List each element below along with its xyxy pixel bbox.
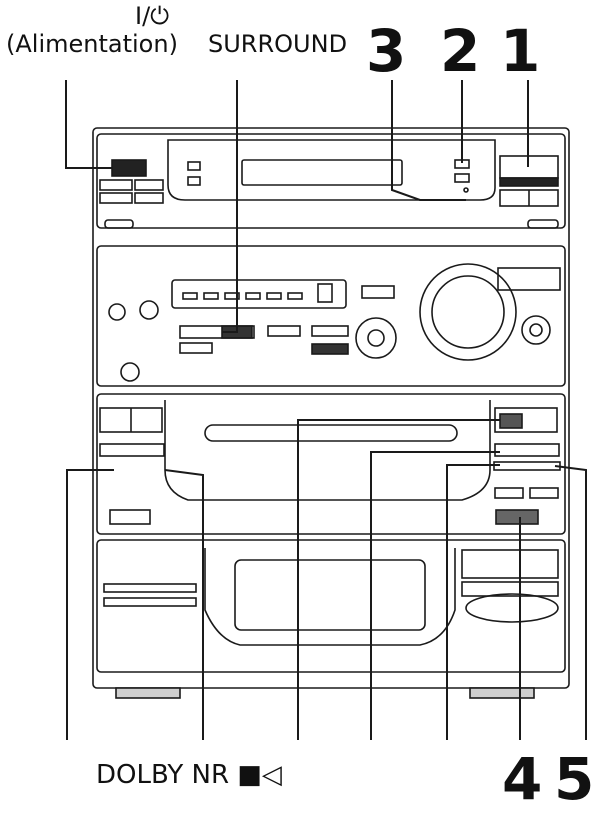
callout-5: 5 <box>554 745 595 813</box>
callout-leaders <box>65 80 587 740</box>
lower-deck-section <box>96 539 566 699</box>
callout-2: 2 <box>440 17 481 85</box>
deck-b-rewind-button[interactable] <box>499 413 523 429</box>
callout-1: 1 <box>500 17 541 85</box>
power-button[interactable] <box>111 159 147 177</box>
amplifier-section <box>96 245 566 387</box>
deck-b-stop-button[interactable] <box>495 509 539 525</box>
callout-4: 4 <box>502 745 543 813</box>
power-name-label: (Alimentation) <box>6 30 178 58</box>
dolby-nr-label: DOLBY NR ■◁ <box>96 760 282 790</box>
surround-label: SURROUND <box>208 30 348 58</box>
power-symbol-label: I/⏻ <box>135 2 170 30</box>
stereo-cabinet <box>92 127 570 689</box>
callout-3: 3 <box>366 17 407 85</box>
cassette-section <box>96 393 566 535</box>
top-deck-section <box>96 133 566 229</box>
